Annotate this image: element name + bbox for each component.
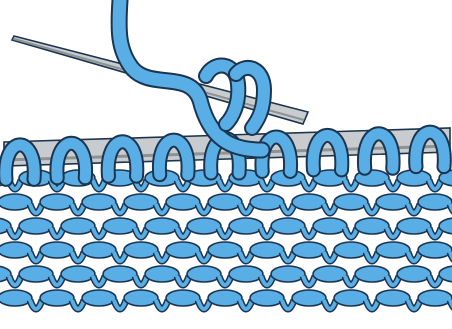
stitch xyxy=(271,218,305,234)
stitch xyxy=(82,290,116,306)
stitch xyxy=(313,266,347,282)
stitch xyxy=(40,242,74,258)
stitch xyxy=(61,266,95,282)
stitch xyxy=(145,266,179,282)
stitch xyxy=(40,290,74,306)
stitch xyxy=(292,290,326,306)
stitch xyxy=(40,194,74,210)
stitch xyxy=(103,218,137,234)
stitch xyxy=(250,290,284,306)
stitch xyxy=(397,218,431,234)
stitch xyxy=(271,266,305,282)
stitch xyxy=(0,242,32,258)
stitch xyxy=(418,242,452,258)
stitch xyxy=(166,242,200,258)
stitch xyxy=(0,290,32,306)
stitch xyxy=(61,218,95,234)
stitch xyxy=(334,290,368,306)
stitch xyxy=(229,218,263,234)
stitch xyxy=(376,242,410,258)
stitch xyxy=(208,290,242,306)
stitch xyxy=(334,194,368,210)
stitch xyxy=(376,290,410,306)
stitch xyxy=(229,266,263,282)
stitch xyxy=(313,218,347,234)
stitch xyxy=(166,290,200,306)
stitch xyxy=(376,194,410,210)
stitch xyxy=(82,194,116,210)
stitch xyxy=(292,194,326,210)
stitch xyxy=(0,194,32,210)
stitch xyxy=(208,194,242,210)
stitch xyxy=(355,266,389,282)
stitch xyxy=(250,242,284,258)
stitch xyxy=(187,266,221,282)
stitch xyxy=(124,194,158,210)
stitch xyxy=(208,242,242,258)
stitch xyxy=(103,266,137,282)
stitch xyxy=(418,290,452,306)
stitch xyxy=(292,242,326,258)
stitch xyxy=(397,266,431,282)
stitch xyxy=(145,218,179,234)
stitch xyxy=(334,242,368,258)
stitch xyxy=(82,242,116,258)
stitch xyxy=(124,242,158,258)
stitch xyxy=(19,218,53,234)
stitch xyxy=(19,266,53,282)
stitch xyxy=(166,194,200,210)
stitch xyxy=(250,194,284,210)
stitch xyxy=(355,218,389,234)
stitch xyxy=(418,194,452,210)
stitch xyxy=(187,218,221,234)
stitch xyxy=(124,290,158,306)
